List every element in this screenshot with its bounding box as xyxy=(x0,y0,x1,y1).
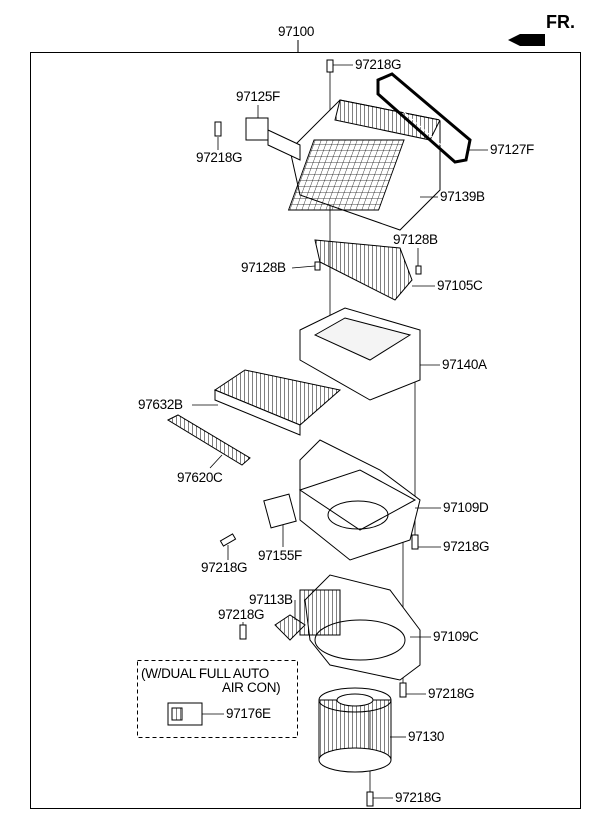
part-label: 97176E xyxy=(226,706,271,721)
front-arrow-icon xyxy=(508,34,545,46)
strip-97620c xyxy=(166,414,251,466)
part-label: 97632B xyxy=(138,397,183,412)
part-label: 97218G xyxy=(395,790,442,805)
part-label: 97113B xyxy=(249,592,293,607)
upper-case-97139b xyxy=(287,99,441,231)
diagram-frame xyxy=(30,52,581,809)
part-label-97100: 97100 xyxy=(278,24,315,39)
gasket-97127f xyxy=(376,72,472,164)
actuator-97125f xyxy=(245,117,301,161)
part-label: 97109C xyxy=(433,629,479,644)
lower-case-97109c xyxy=(299,574,421,681)
bracket-97105c xyxy=(314,239,413,301)
part-label: 97218G xyxy=(428,686,475,701)
blower-motor-97130 xyxy=(318,687,392,773)
bolt-icons xyxy=(214,59,422,807)
part-label: 97155F xyxy=(258,548,302,563)
part-label: 97130 xyxy=(408,729,445,744)
part-label: 97125F xyxy=(236,89,280,104)
front-direction-label: FR. xyxy=(546,12,575,32)
case-97109d xyxy=(298,439,421,561)
part-label: 97218G xyxy=(196,150,243,165)
resistor-97113b xyxy=(274,614,306,641)
part-label: 97620C xyxy=(177,470,223,485)
filter-frame-97140a xyxy=(299,307,421,401)
option-note-line2: AIR CON) xyxy=(222,680,281,695)
part-label: 97218G xyxy=(218,607,265,622)
option-box xyxy=(137,660,298,738)
option-note-line1: (W/DUAL FULL AUTO xyxy=(141,666,269,681)
part-label: 97139B xyxy=(440,189,485,204)
actuator-97155f xyxy=(263,493,297,529)
part-label: 97128B xyxy=(393,232,438,247)
part-label: 97218G xyxy=(355,57,402,72)
part-label: 97128B xyxy=(241,260,286,275)
part-label: 97140A xyxy=(442,357,487,372)
part-label: 97218G xyxy=(201,560,248,575)
part-label: 97127F xyxy=(490,142,534,157)
part-label: 97218G xyxy=(443,539,490,554)
part-label: 97109D xyxy=(443,500,489,515)
part-label: 97105C xyxy=(437,278,483,293)
air-filter-97632b xyxy=(213,369,342,436)
